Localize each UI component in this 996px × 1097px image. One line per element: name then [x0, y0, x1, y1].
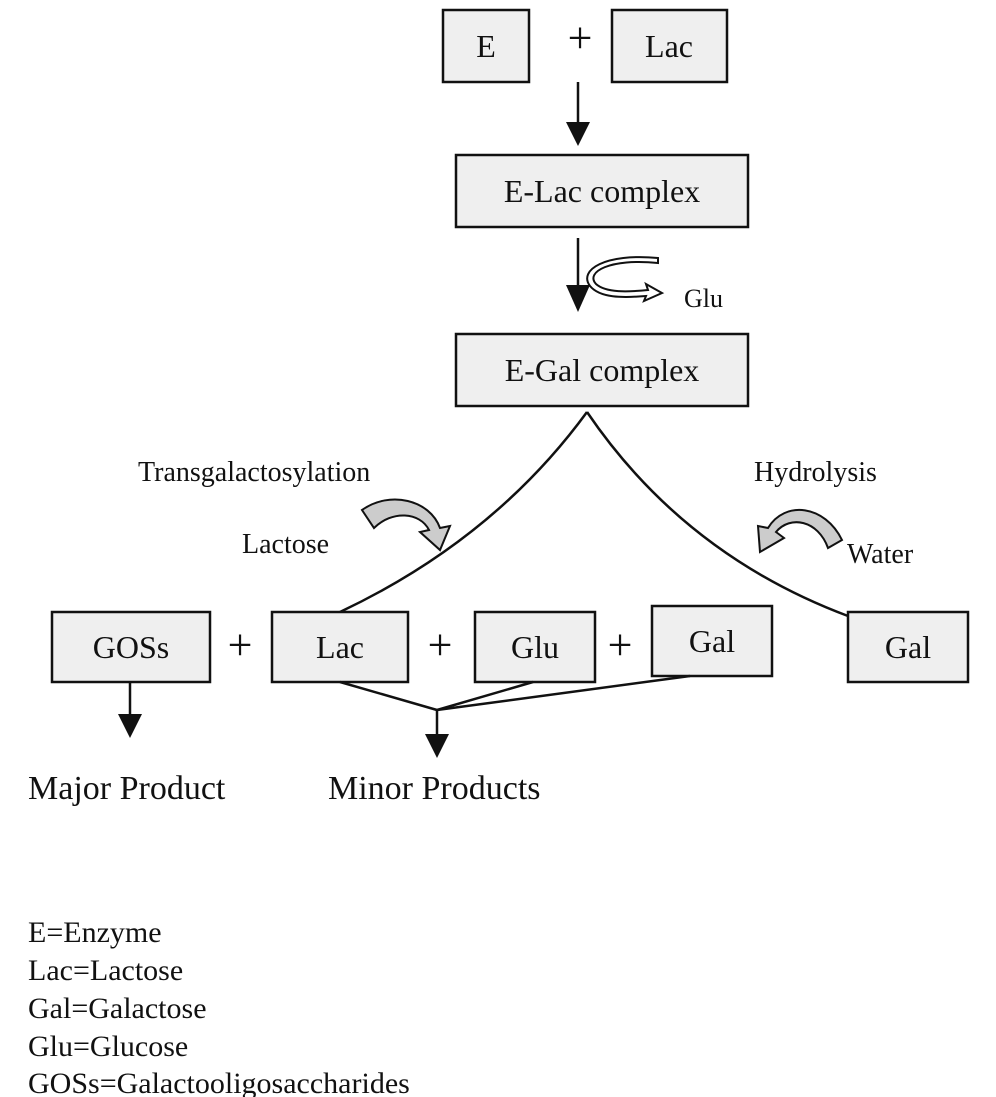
- minor-products-connector: [339, 674, 691, 758]
- gos-node: GOSs: [50, 610, 212, 684]
- legend-item: Lac=Lactose: [28, 954, 183, 987]
- hydrolysis-gal-node: Gal: [846, 610, 970, 684]
- minor-products-label: Minor Products: [328, 770, 541, 807]
- gal-product-node: Gal: [650, 604, 774, 678]
- plus-sign: +: [428, 621, 453, 670]
- plus-sign: +: [608, 621, 633, 670]
- lactose-node: Lac: [610, 8, 729, 84]
- legend: E=Enzyme Lac=Lactose Gal=Galactose Glu=G…: [28, 916, 410, 1097]
- legend-item: Gal=Galactose: [28, 992, 207, 1025]
- glucose-release-icon: [586, 256, 665, 303]
- hydrolysis-branch: [585, 411, 849, 618]
- lac-product-label: Lac: [316, 629, 364, 665]
- legend-item: Glu=Glucose: [28, 1030, 188, 1063]
- glu-product-node: Glu: [473, 610, 597, 684]
- plus-sign: +: [568, 14, 593, 63]
- water-curved-arrow-icon: [756, 508, 844, 554]
- gal-product-label: Gal: [689, 623, 735, 659]
- legend-item: GOSs=Galactooligosaccharides: [28, 1067, 410, 1097]
- e-gal-complex-label: E-Gal complex: [505, 352, 700, 388]
- lactose-input-label: Lactose: [242, 529, 329, 560]
- arrow-to-major-product: [118, 682, 142, 738]
- plus-sign: +: [228, 621, 253, 670]
- arrow-to-e-gal: [566, 238, 590, 312]
- e-lac-complex-node: E-Lac complex: [454, 153, 750, 229]
- hydrolysis-gal-label: Gal: [885, 629, 931, 665]
- transgalactosylation-label: Transgalactosylation: [138, 457, 370, 488]
- enzyme-node: E: [441, 8, 531, 84]
- gos-label: GOSs: [93, 629, 169, 665]
- lac-product-node: Lac: [270, 610, 410, 684]
- lactose-label: Lac: [645, 28, 693, 64]
- glu-product-label: Glu: [511, 629, 559, 665]
- major-product-label: Major Product: [28, 770, 226, 807]
- e-lac-complex-label: E-Lac complex: [504, 173, 700, 209]
- enzyme-label: E: [476, 28, 496, 64]
- arrow-to-e-lac: [566, 82, 590, 146]
- lactose-curved-arrow-icon: [360, 498, 452, 552]
- hydrolysis-label: Hydrolysis: [754, 457, 877, 488]
- e-gal-complex-node: E-Gal complex: [454, 332, 750, 408]
- transgalactosylation-branch: [339, 411, 589, 614]
- glucose-label: Glu: [684, 284, 723, 313]
- water-input-label: Water: [847, 539, 914, 570]
- legend-item: E=Enzyme: [28, 916, 162, 949]
